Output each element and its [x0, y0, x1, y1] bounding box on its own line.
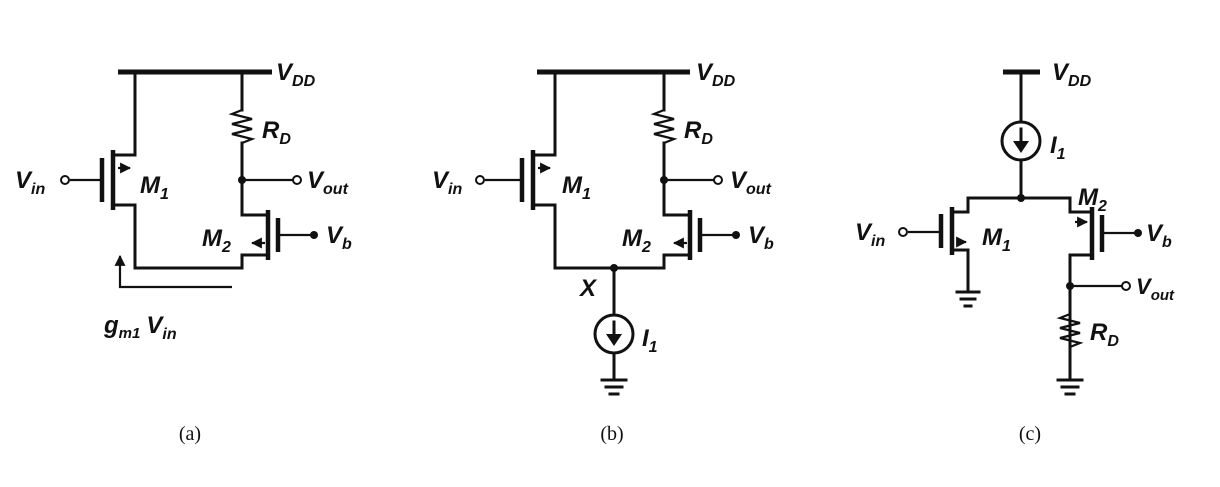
current-arrow-a — [114, 254, 232, 289]
caption-b: (b) — [600, 423, 623, 445]
circuit-a: VDD Vin M1 RD Vout Vb M2 — [15, 59, 352, 445]
ground-icon-c1 — [955, 290, 981, 308]
vout-label-c: Vout — [1136, 274, 1175, 304]
vb-terminal-a — [310, 231, 318, 239]
circuit-b: VDD Vin M1 RD Vout Vb M2 — [432, 59, 774, 445]
m2-label-a: M2 — [202, 225, 231, 256]
vout-terminal-c — [1121, 281, 1131, 291]
vin-label-b: Vin — [432, 167, 462, 198]
caption-c: (c) — [1019, 423, 1041, 445]
node-x-label: X — [578, 275, 598, 302]
vin-label-c: Vin — [855, 219, 885, 250]
vout-label-a: Vout — [307, 167, 349, 198]
m1-label-a: M1 — [140, 172, 169, 203]
vin-terminal-c — [898, 227, 908, 237]
vout-label-b: Vout — [730, 167, 772, 198]
vb-label-b: Vb — [748, 222, 774, 253]
m2-label-b: M2 — [622, 225, 651, 256]
rd-resistor-a — [228, 108, 256, 145]
m1-label-c: M1 — [982, 224, 1011, 255]
vdd-label-b: VDD — [696, 59, 736, 90]
vout-terminal-a — [292, 175, 302, 185]
vb-label-c: Vb — [1146, 220, 1172, 251]
rd-label-c: RD — [1090, 319, 1119, 350]
rd-resistor-b — [650, 108, 678, 145]
vb-terminal-b — [732, 231, 740, 239]
vin-label-a: Vin — [15, 167, 45, 198]
rd-resistor-c — [1056, 312, 1084, 349]
m1-label-b: M1 — [562, 172, 591, 203]
vdd-label-c: VDD — [1052, 59, 1092, 90]
rd-label-b: RD — [684, 117, 713, 148]
m2-label-c: M2 — [1078, 184, 1107, 215]
vdd-label-a: VDD — [276, 59, 316, 90]
vb-label-a: Vb — [326, 222, 352, 253]
rd-label-a: RD — [262, 117, 291, 148]
i1-label-b: I1 — [642, 325, 658, 356]
vin-terminal-b — [475, 175, 485, 185]
circuit-c: VDD I1 Vin M1 Vb — [855, 59, 1175, 445]
vin-terminal-a — [60, 175, 70, 185]
caption-a: (a) — [179, 423, 201, 445]
i1-label-c: I1 — [1050, 132, 1066, 163]
ground-icon-c2 — [1056, 378, 1084, 396]
vb-terminal-c — [1134, 229, 1142, 237]
vout-terminal-b — [713, 175, 723, 185]
ground-icon-b — [600, 378, 628, 396]
